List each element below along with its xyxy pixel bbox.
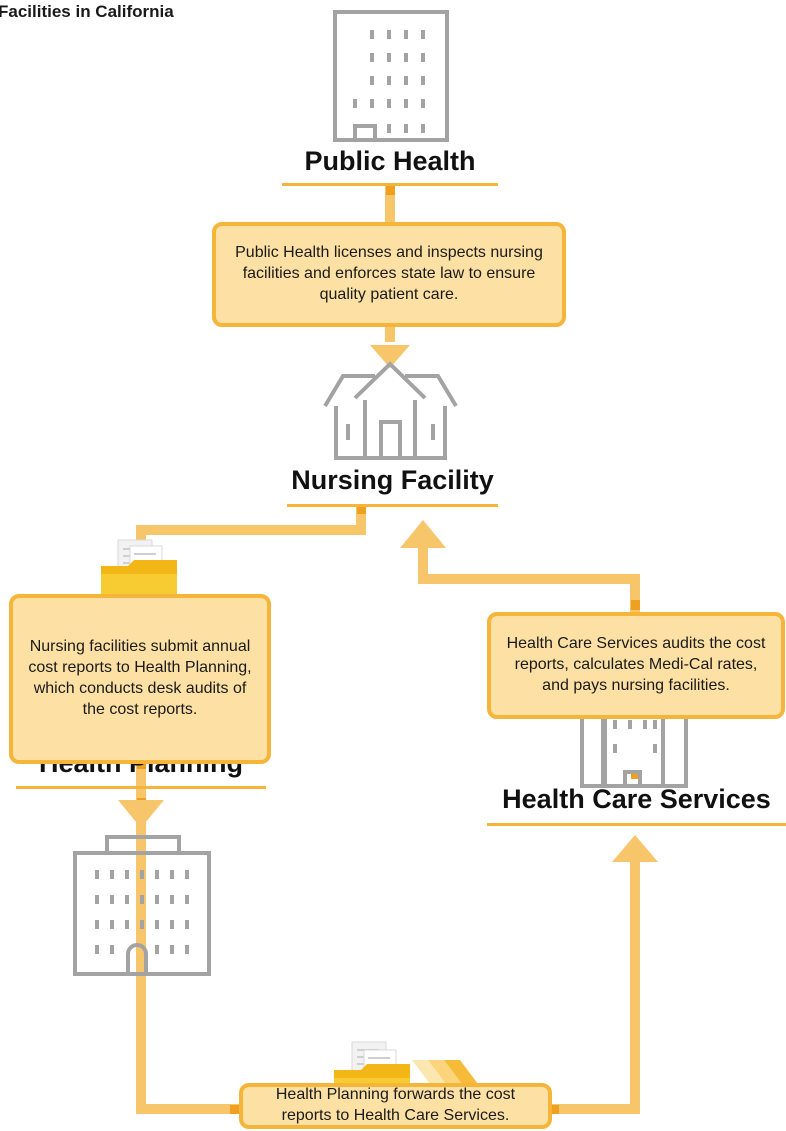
nursing-facility-house-icon <box>323 361 458 460</box>
box-forward-reports: Health Planning forwards the cost report… <box>239 1083 552 1129</box>
connector-forward-box-to-health-care-services <box>551 862 640 1114</box>
arrow-up-to-health-care-services <box>612 835 658 862</box>
connector-audit-box-to-nursing-facility <box>418 545 640 612</box>
box-public-health-role: Public Health licenses and inspects nurs… <box>212 222 566 327</box>
arrow-down-to-health-planning <box>118 800 164 828</box>
arrow-down-to-nursing-facility <box>370 345 410 368</box>
page-title: Facilities in California <box>0 2 174 21</box>
label-underlines <box>16 183 786 826</box>
label-nursing-facility: Nursing Facility <box>291 465 494 495</box>
box-cost-reports-submitted: Nursing facilities submit annual cost re… <box>9 594 271 764</box>
arrowheads <box>118 345 658 862</box>
public-health-building-icon <box>333 10 449 142</box>
arrow-up-to-nursing-facility <box>400 520 446 548</box>
label-health-care-services: Health Care Services <box>502 784 771 814</box>
box-audit-and-pay: Health Care Services audits the cost rep… <box>487 612 785 719</box>
health-planning-building-icon <box>73 835 211 976</box>
label-public-health: Public Health <box>304 146 476 176</box>
